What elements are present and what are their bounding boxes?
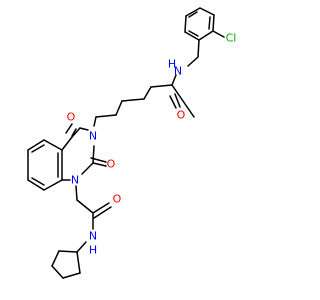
bond-ch2-carbonyl (76, 199, 94, 214)
bond (212, 14, 215, 32)
bond (43, 139, 63, 151)
bond-chain (115, 100, 123, 116)
bond-ch2-nh (187, 56, 199, 67)
bond (61, 136, 73, 151)
amide-nitrogen-label: N (174, 65, 182, 78)
bond-acetamide-c-o-double (93, 206, 112, 219)
aromatic-bond (208, 16, 211, 30)
bond-amide-c-o-double (169, 95, 177, 109)
c2-oxygen-label: O (107, 158, 116, 171)
aromatic-bond (188, 30, 199, 37)
bond (62, 272, 81, 279)
bond-c4-o-double (65, 123, 73, 134)
lower-amide-nitrogen-label: N (89, 230, 97, 243)
bond-c2-o (92, 162, 107, 167)
n1-nitrogen-label: N (71, 174, 79, 187)
bond (81, 162, 94, 175)
bond-chain (150, 84, 173, 88)
bond-amide-c-o (174, 93, 181, 108)
bond (71, 127, 81, 138)
bond (92, 145, 95, 164)
amide-oxygen-label: O (177, 109, 186, 122)
bond (79, 127, 89, 131)
chlorine-atom-label: Cl (226, 32, 237, 45)
bond (51, 265, 64, 279)
bond (27, 139, 45, 151)
quinazolinedione-core (27, 123, 107, 191)
bond-chain (121, 98, 145, 102)
aromatic-bond (188, 11, 198, 18)
bond-chain (95, 114, 117, 118)
bond-n3-chain (93, 116, 97, 127)
bond-nh-cyclopentyl (76, 241, 87, 253)
bond (43, 179, 63, 191)
bond-acetamide-c-o (92, 202, 110, 214)
bond-aromatic (31, 144, 45, 153)
bond-c2-o-double (90, 157, 107, 163)
bond (76, 251, 81, 274)
atom-labels: Cl H N O O N O N O N H (67, 32, 237, 257)
bond-aromatic (31, 177, 45, 186)
bond-chain (143, 86, 152, 100)
bond (184, 31, 200, 41)
bond-n1-ch2 (75, 185, 78, 201)
lower-amide-hydrogen-label: H (89, 244, 97, 257)
acetamide-oxygen-label: O (113, 193, 122, 206)
bond (198, 30, 214, 41)
bond (199, 7, 215, 16)
bond-benzyl-ch2 (197, 39, 200, 58)
bond-c4-o (71, 128, 77, 137)
molecule-structure-diagram: Cl H N O O N O N O N H (27, 7, 237, 279)
n3-nitrogen-label: N (89, 130, 97, 143)
chlorophenyl-ring (184, 7, 215, 41)
bond-c-cl (212, 30, 225, 38)
bond-amide-c-to-o (171, 84, 195, 118)
bond (58, 250, 78, 253)
bond (51, 250, 60, 267)
bond (184, 15, 187, 33)
c4-oxygen-label: O (67, 111, 76, 124)
bond (27, 179, 45, 191)
amide-nh-hydrogen-label: H (168, 58, 176, 71)
cyclopentyl-ring (51, 250, 81, 279)
bond-nh-carbonyl (171, 74, 177, 86)
bond (185, 7, 201, 17)
